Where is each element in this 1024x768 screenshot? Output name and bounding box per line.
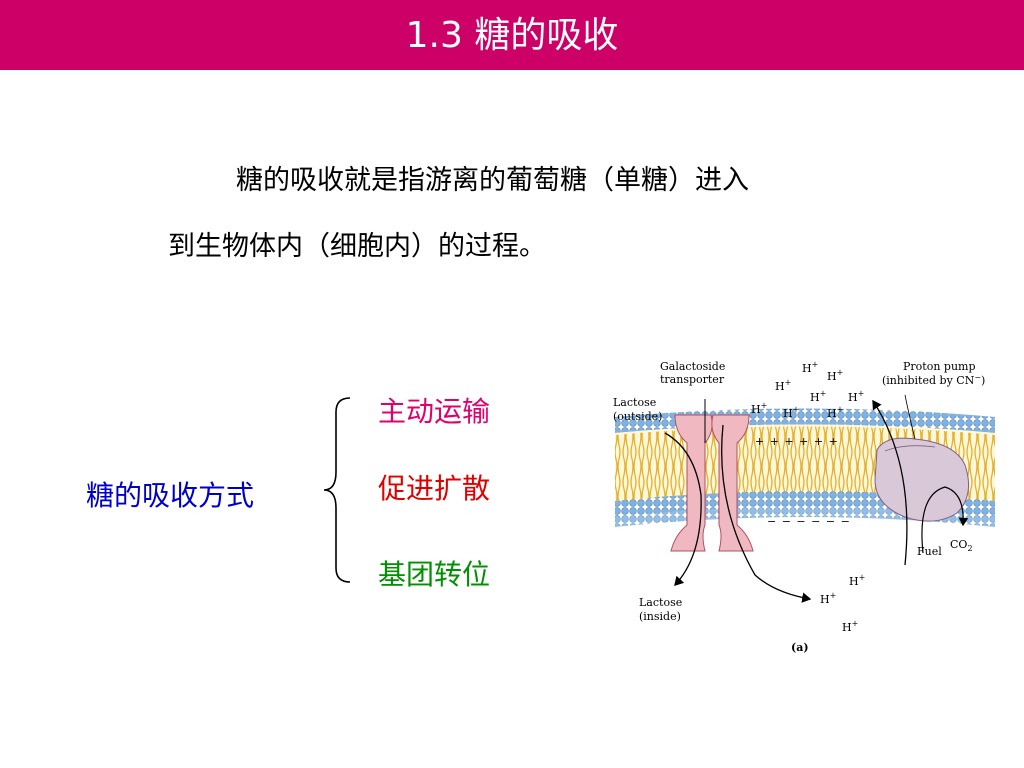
proton-path-arrow bbox=[721, 424, 812, 603]
outside-protons: H+ H+ H+ H+ H+ H+ H+ H+ bbox=[751, 360, 864, 420]
svg-text:H+: H+ bbox=[849, 573, 865, 588]
svg-text:H+: H+ bbox=[802, 360, 818, 375]
svg-text:H+: H+ bbox=[842, 619, 858, 634]
transporter-label: transporter bbox=[660, 373, 725, 386]
svg-text:H+: H+ bbox=[751, 401, 767, 416]
galactoside-label: Galactoside bbox=[660, 360, 725, 373]
definition-line-1: 糖的吸收就是指游离的葡萄糖（单糖）进入 bbox=[236, 165, 749, 196]
transporter-left-half bbox=[670, 414, 713, 552]
panel-label: (a) bbox=[791, 641, 809, 654]
pump-efflux-arrow bbox=[872, 399, 908, 566]
lactose-path-arrow bbox=[664, 432, 702, 586]
positive-charge-row: + + + + + + bbox=[755, 435, 839, 448]
inside-label: (inside) bbox=[639, 610, 681, 623]
svg-text:H+: H+ bbox=[827, 368, 843, 383]
svg-text:H+: H+ bbox=[775, 378, 791, 393]
svg-text:H+: H+ bbox=[848, 389, 864, 404]
svg-text:H+: H+ bbox=[827, 405, 843, 420]
title-bar bbox=[0, 0, 1024, 70]
negative-charge-row: − − − − − − bbox=[767, 515, 851, 528]
method-facilitated-diffusion: 促进扩散 bbox=[378, 472, 491, 505]
absorption-methods-label: 糖的吸收方式 bbox=[86, 479, 255, 512]
method-active-transport: 主动运输 bbox=[378, 395, 491, 428]
fuel-arrow bbox=[921, 486, 969, 554]
lactose-inside-label: Lactose bbox=[639, 596, 682, 609]
fuel-label: Fuel bbox=[917, 545, 942, 558]
svg-text:H+: H+ bbox=[783, 405, 799, 420]
membrane-transport-figure: Galactoside transporter Lactose (outside… bbox=[605, 355, 1015, 665]
slide-title: 1.3 糖的吸收 bbox=[405, 15, 619, 56]
inside-protons: H+ H+ H+ bbox=[820, 573, 865, 634]
outside-label: (outside) bbox=[613, 410, 662, 423]
definition-line-2: 到生物体内（细胞内）的过程。 bbox=[168, 231, 546, 262]
method-group-translocation: 基团转位 bbox=[378, 558, 491, 591]
co2-label: CO2 bbox=[950, 538, 973, 553]
svg-text:H+: H+ bbox=[810, 389, 826, 404]
svg-text:H+: H+ bbox=[820, 591, 836, 606]
lactose-outside-label: Lactose bbox=[613, 396, 656, 409]
left-brace-icon bbox=[323, 397, 351, 583]
proton-pump-label: Proton pump bbox=[903, 360, 976, 373]
inhibited-label: (inhibited by CN−) bbox=[882, 373, 985, 387]
